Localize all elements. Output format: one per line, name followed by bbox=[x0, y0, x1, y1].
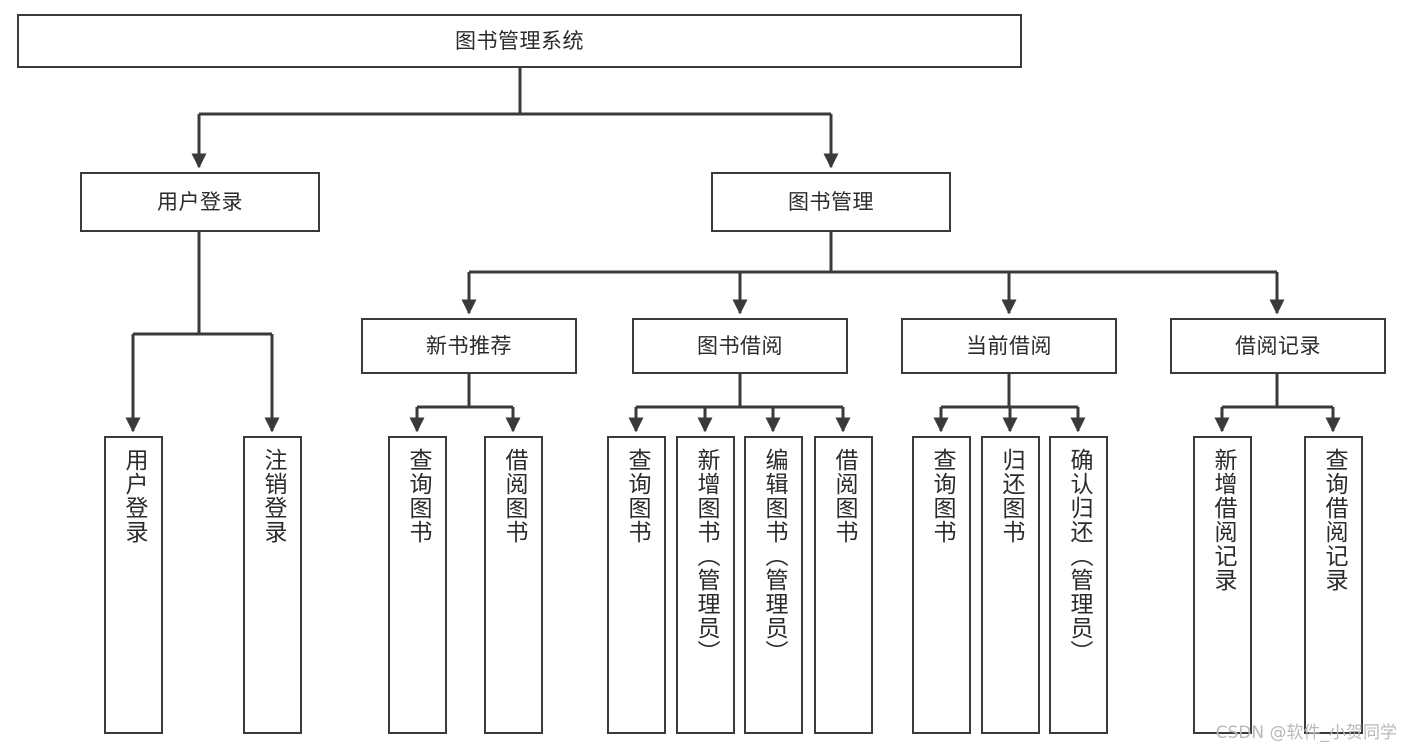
node-current-borrow-label: 当前借阅 bbox=[966, 333, 1052, 358]
leaf-borrow-record-2[interactable]: 查询借阅记录 bbox=[1304, 436, 1363, 734]
node-book-borrow[interactable]: 图书借阅 bbox=[632, 318, 848, 374]
node-root-label: 图书管理系统 bbox=[455, 28, 584, 53]
leaf-new-book-2[interactable]: 借阅图书 bbox=[484, 436, 543, 734]
leaf-user-login-1[interactable]: 用户登录 bbox=[104, 436, 163, 734]
leaf-book-borrow-3[interactable]: 编辑图书（管理员） bbox=[744, 436, 803, 734]
leaf-new-book-2-label: 借阅图书 bbox=[501, 448, 527, 544]
leaf-user-login-2[interactable]: 注销登录 bbox=[243, 436, 302, 734]
leaf-borrow-record-1[interactable]: 新增借阅记录 bbox=[1193, 436, 1252, 734]
leaf-new-book-1-label: 查询图书 bbox=[405, 448, 431, 544]
leaf-book-borrow-2-label: 新增图书（管理员） bbox=[693, 448, 719, 664]
leaf-current-borrow-2[interactable]: 归还图书 bbox=[981, 436, 1040, 734]
leaf-borrow-record-2-label: 查询借阅记录 bbox=[1321, 448, 1347, 592]
leaf-current-borrow-1[interactable]: 查询图书 bbox=[912, 436, 971, 734]
leaf-current-borrow-2-label: 归还图书 bbox=[998, 448, 1024, 544]
node-new-book-recommend-label: 新书推荐 bbox=[426, 333, 512, 358]
leaf-book-borrow-1-label: 查询图书 bbox=[624, 448, 650, 544]
leaf-current-borrow-3[interactable]: 确认归还（管理员） bbox=[1049, 436, 1108, 734]
node-borrow-record-label: 借阅记录 bbox=[1235, 333, 1321, 358]
leaf-user-login-2-label: 注销登录 bbox=[260, 448, 286, 544]
leaf-book-borrow-4-label: 借阅图书 bbox=[831, 448, 857, 544]
leaf-new-book-1[interactable]: 查询图书 bbox=[388, 436, 447, 734]
node-current-borrow[interactable]: 当前借阅 bbox=[901, 318, 1117, 374]
node-book-management-label: 图书管理 bbox=[788, 189, 874, 214]
leaf-user-login-1-label: 用户登录 bbox=[121, 448, 147, 544]
node-book-management[interactable]: 图书管理 bbox=[711, 172, 951, 232]
node-borrow-record[interactable]: 借阅记录 bbox=[1170, 318, 1386, 374]
leaf-book-borrow-1[interactable]: 查询图书 bbox=[607, 436, 666, 734]
leaf-book-borrow-2[interactable]: 新增图书（管理员） bbox=[676, 436, 735, 734]
node-root[interactable]: 图书管理系统 bbox=[17, 14, 1022, 68]
leaf-borrow-record-1-label: 新增借阅记录 bbox=[1210, 448, 1236, 592]
node-book-borrow-label: 图书借阅 bbox=[697, 333, 783, 358]
leaf-book-borrow-3-label: 编辑图书（管理员） bbox=[761, 448, 787, 664]
node-user-login[interactable]: 用户登录 bbox=[80, 172, 320, 232]
leaf-current-borrow-1-label: 查询图书 bbox=[929, 448, 955, 544]
node-new-book-recommend[interactable]: 新书推荐 bbox=[361, 318, 577, 374]
leaf-current-borrow-3-label: 确认归还（管理员） bbox=[1066, 448, 1092, 664]
leaf-book-borrow-4[interactable]: 借阅图书 bbox=[814, 436, 873, 734]
node-user-login-label: 用户登录 bbox=[157, 189, 243, 214]
